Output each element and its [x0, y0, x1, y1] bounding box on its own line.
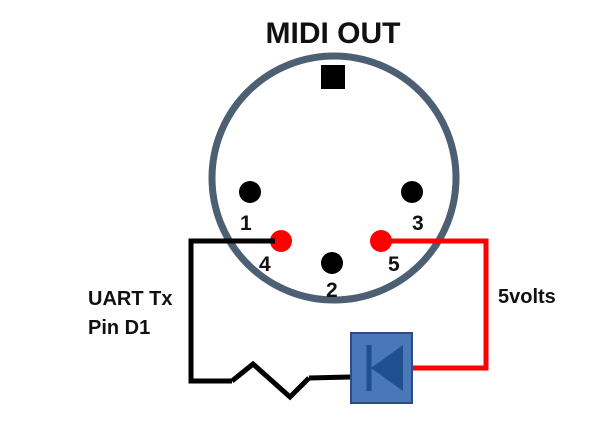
- five-volts-label: 5volts: [498, 286, 556, 308]
- signal-wire: [188, 238, 275, 384]
- pin-4-hole: [270, 230, 292, 252]
- din-connector: 1 3 4 5 2: [208, 52, 460, 304]
- pin-1-label: 1: [240, 212, 252, 235]
- pin-d1-label: Pin D1: [88, 317, 150, 339]
- pin-2-hole: [321, 252, 343, 274]
- pin-5-hole: [370, 230, 392, 252]
- signal-wire-to-diode: [308, 374, 351, 381]
- diagram-title: MIDI OUT: [266, 17, 401, 50]
- power-wire: [387, 238, 489, 371]
- pin-3-label: 3: [412, 212, 424, 235]
- uart-tx-label: UART Tx: [88, 288, 172, 310]
- diode-icon: [350, 332, 413, 404]
- resistor-icon: [230, 360, 311, 401]
- pin-3-hole: [401, 181, 423, 203]
- pin-2-label: 2: [326, 279, 338, 302]
- pin-5-label: 5: [388, 253, 400, 276]
- pin-4-label: 4: [259, 253, 271, 276]
- diode-triangle: [371, 345, 403, 391]
- connector-key-notch: [321, 65, 345, 89]
- pin-1-hole: [239, 181, 261, 203]
